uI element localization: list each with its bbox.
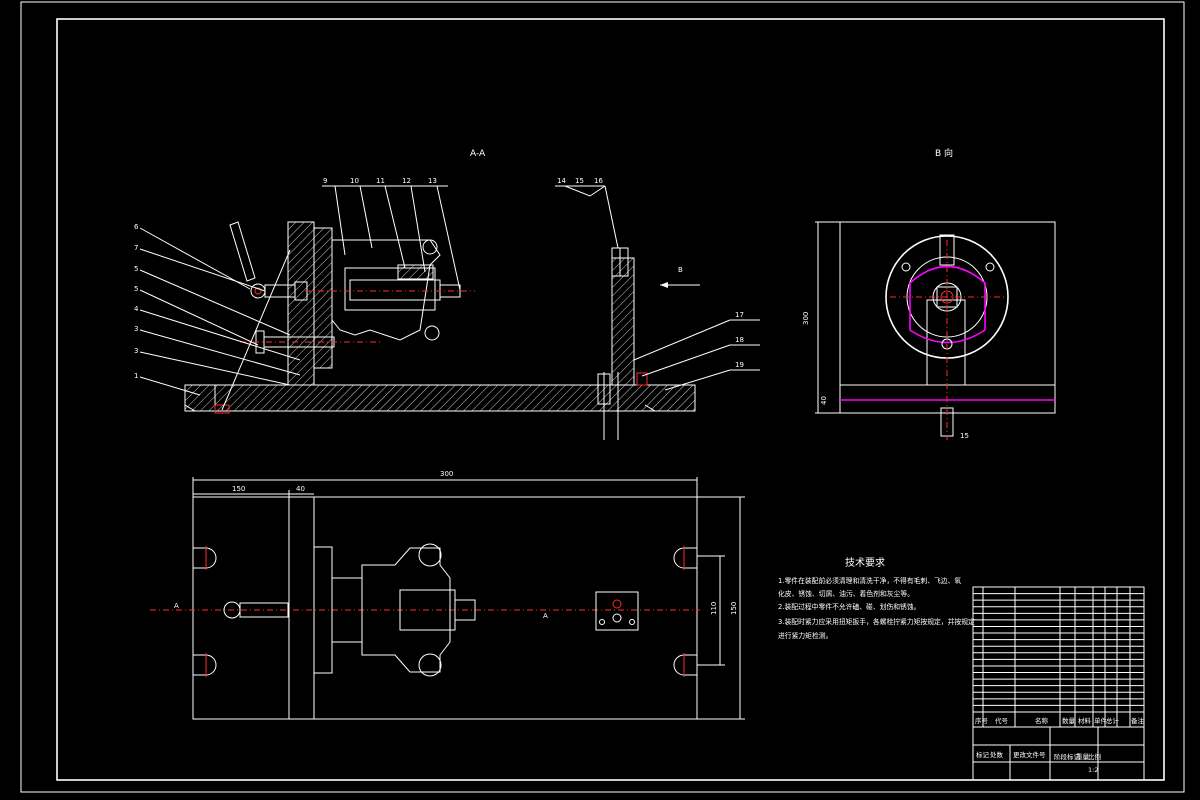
scale-value: 1:2: [1088, 766, 1098, 774]
sign-cell: 处数: [990, 750, 1004, 759]
view-b: B 向 300 40 15: [802, 147, 1056, 440]
part-number: 4: [134, 305, 139, 313]
part-number: 16: [594, 177, 603, 185]
part-number: 13: [428, 177, 437, 185]
part-number: 7: [134, 244, 138, 252]
view-arrow-label: B: [678, 266, 683, 274]
outer-border: [20, 1, 1185, 793]
part-number: 3: [134, 347, 138, 355]
part-number: 10: [350, 177, 359, 185]
section-view-a-a: A-A B: [134, 149, 760, 440]
tech-line: 3.装配时紧力应采用扭矩扳手，各螺栓拧紧力矩按规定，并按规定: [778, 617, 975, 626]
technical-requirements: 技术要求 1.零件在装配前必须清理和清洗干净，不得有毛刺、飞边、氧 化皮、锈蚀、…: [778, 556, 975, 640]
section-view-title: A-A: [470, 149, 486, 159]
part-number: 9: [323, 177, 327, 185]
parts-header-cell: 总计: [1106, 716, 1120, 725]
top-view: 300 150 40 110 150 A A: [150, 470, 745, 720]
sign-cell: 更改文件号: [1013, 750, 1046, 759]
stage-cell: 比例: [1088, 752, 1101, 761]
tech-line: 进行紧力矩检测。: [778, 631, 832, 640]
dim-b-height: 300: [802, 312, 810, 325]
part-number: 11: [376, 177, 385, 185]
part-number: 12: [402, 177, 411, 185]
tech-line: 化皮、锈蚀、切屑、油污、着色剂和灰尘等。: [778, 589, 914, 598]
inner-frame: [56, 18, 1165, 781]
dim-b-pin: 15: [960, 432, 969, 440]
view-b-title: B 向: [935, 147, 953, 159]
dim-b-base: 40: [820, 396, 828, 405]
tech-line: 2.装配过程中零件不允许磕、碰、划伤和锈蚀。: [778, 602, 920, 611]
part-number: 5: [134, 265, 138, 273]
title-block: 标记 处数 更改文件号 阶段标记 重量 比例 1:2: [972, 726, 1145, 781]
parts-header-cell: 序号: [975, 716, 989, 725]
dim-left-2: 40: [296, 485, 305, 493]
cut-label: A: [174, 602, 179, 610]
part-number: 19: [735, 361, 744, 369]
cut-label: A: [543, 612, 548, 620]
tech-title: 技术要求: [845, 556, 885, 569]
parts-list: 序号代号 名称 数量材料单件总计 备注: [972, 586, 1145, 728]
parts-header-cell: 名称: [1035, 716, 1049, 725]
sign-cell: 标记: [976, 750, 990, 759]
parts-header-cell: 材料: [1078, 716, 1092, 725]
dim-left-1: 150: [232, 485, 245, 493]
dim-width-outer: 150: [730, 602, 738, 615]
stage-cell: 重量: [1076, 753, 1090, 761]
part-number: 1: [134, 372, 138, 380]
tech-line: 1.零件在装配前必须清理和清洗干净，不得有毛刺、飞边、氧: [778, 576, 961, 585]
parts-header-cell: 数量: [1062, 716, 1076, 725]
dim-width-inner: 110: [710, 602, 718, 615]
part-number: 18: [735, 336, 744, 344]
dim-overall-length: 300: [440, 470, 453, 478]
parts-header-cell: 备注: [1131, 716, 1145, 725]
part-number: 3: [134, 325, 138, 333]
parts-header-cell: 代号: [995, 716, 1009, 725]
part-number: 5: [134, 285, 138, 293]
part-number: 15: [575, 177, 584, 185]
part-number: 14: [557, 177, 566, 185]
part-number: 6: [134, 223, 139, 231]
part-number: 17: [735, 311, 744, 319]
parts-header-cell: 单件: [1094, 716, 1108, 725]
stage-cell: 阶段标记: [1054, 752, 1081, 761]
